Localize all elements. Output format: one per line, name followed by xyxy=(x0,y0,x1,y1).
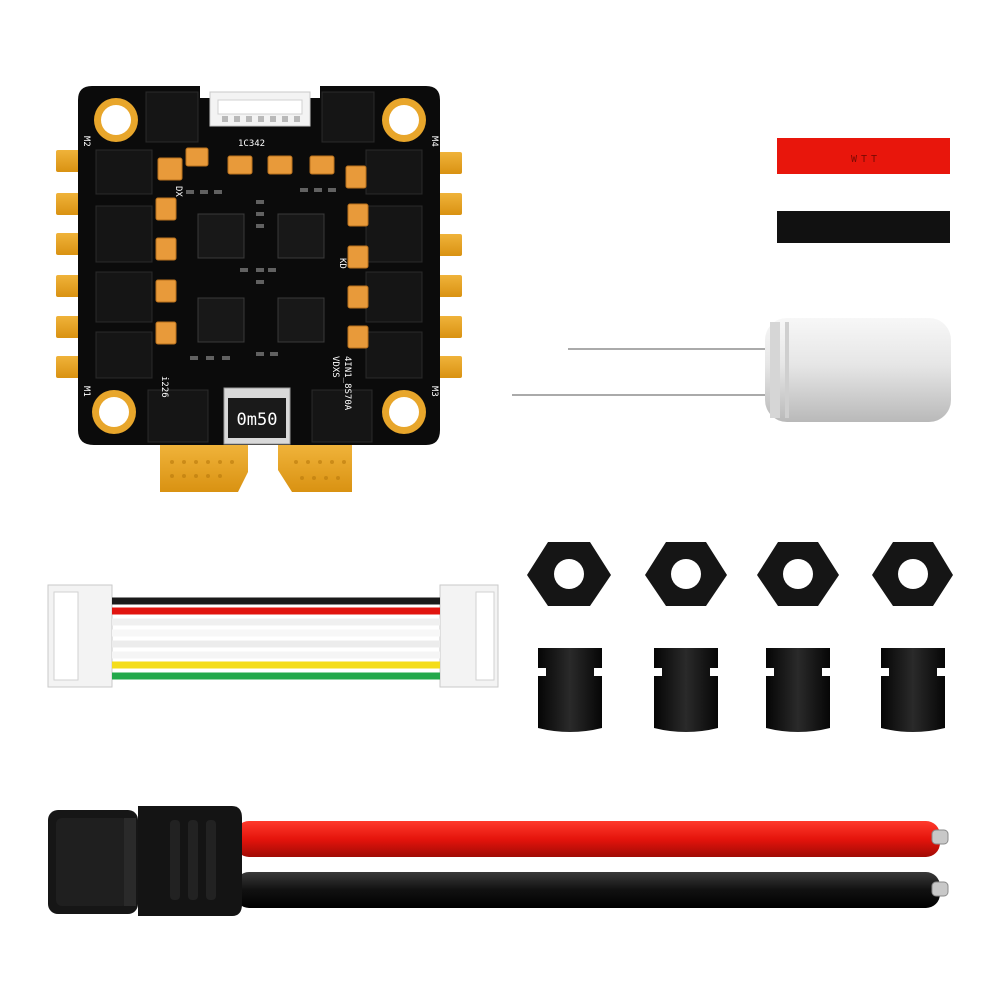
cable-wires xyxy=(112,597,440,680)
electrolytic-capacitor xyxy=(512,318,951,422)
shunt-marking: 0m50 xyxy=(237,410,278,430)
motor-label-m1: M1 xyxy=(81,386,91,397)
xt-connector xyxy=(48,806,242,916)
motor-label-m2: M2 xyxy=(81,136,91,147)
silkscreen: 4IN1_8S70A VDXS DX KD i226 1C342 M2 M4 M… xyxy=(81,136,439,469)
motor-label-m4: M4 xyxy=(429,136,439,147)
heat-shrink-tubes: WTT xyxy=(777,138,950,243)
grommets xyxy=(538,648,945,732)
silk-mark-cap: 1C342 xyxy=(238,139,265,149)
battery-pads xyxy=(160,445,352,492)
grommet-3 xyxy=(766,648,830,732)
hex-nut-1 xyxy=(527,542,611,606)
silk-mark-vdxs: VDXS xyxy=(330,356,340,378)
heat-shrink-marking: WTT xyxy=(851,154,881,165)
silk-mark-dx: DX xyxy=(173,186,183,197)
power-wire-black xyxy=(235,872,940,908)
positive-mark: + xyxy=(258,455,265,469)
grommet-2 xyxy=(654,648,718,732)
power-wire-red xyxy=(235,821,940,857)
hex-nut-3 xyxy=(757,542,839,606)
shunt-resistor: 0m50 xyxy=(223,387,291,445)
esc-board: 0m50 4IN1_8S70A VDXS DX KD i226 1C342 M2… xyxy=(56,86,462,492)
mosfets xyxy=(95,91,423,443)
motor-pads-left xyxy=(56,150,82,378)
hex-nuts xyxy=(527,542,953,606)
model-marking: 4IN1_8S70A xyxy=(342,356,352,411)
board-connector xyxy=(209,91,311,127)
heat-shrink-black xyxy=(777,211,950,243)
hex-nut-4 xyxy=(872,542,953,606)
grommet-4 xyxy=(881,648,945,732)
silk-mark-kd: KD xyxy=(337,258,347,269)
heat-shrink-red xyxy=(777,138,950,174)
motor-label-m3: M3 xyxy=(429,386,439,397)
mounting-holes xyxy=(92,98,426,434)
power-lead xyxy=(48,806,949,916)
small-components xyxy=(186,188,336,360)
smd-capacitors xyxy=(155,147,369,349)
grommet-1 xyxy=(538,648,602,732)
motor-pads-right xyxy=(436,152,462,378)
hex-nut-2 xyxy=(645,542,727,606)
driver-ics xyxy=(197,213,325,343)
signal-cable xyxy=(47,584,499,688)
silk-mark-i226: i226 xyxy=(159,376,169,398)
